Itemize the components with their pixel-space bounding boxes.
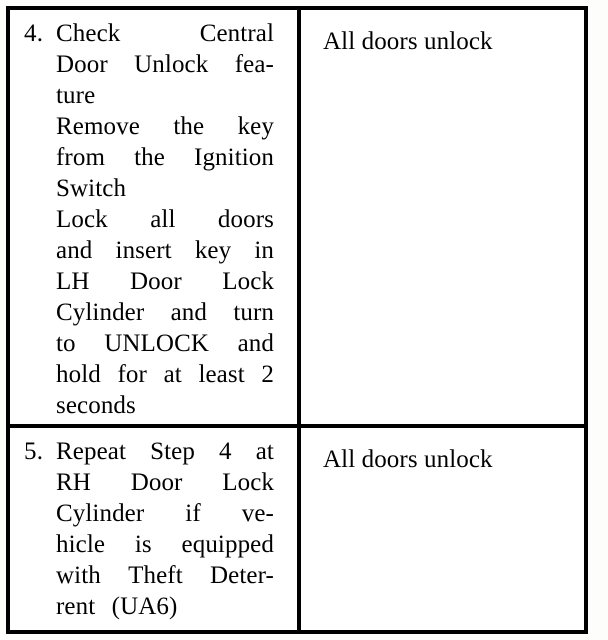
text-line: Repeat Step 4 at [56,436,274,467]
word: hicle [56,531,106,558]
word: to [56,330,76,357]
word: equipped [181,531,274,558]
text-line: Check Central [56,18,274,49]
word: 2 [261,361,274,388]
action-text: Check Central Door Unlock fea- ture [56,18,291,421]
word: Deter- [210,562,274,589]
text-line: and insert key in [56,235,274,266]
word: at [255,438,274,465]
word: hold [56,361,101,388]
word: the [173,113,205,140]
word: with [56,562,101,589]
word: seconds [56,392,136,419]
word: Central [199,20,274,47]
word: Step [150,438,195,465]
word: insert [115,237,172,264]
word: Switch [56,175,127,202]
word: Remove [56,113,140,140]
word: RH [56,469,91,496]
step-number: 5. [24,438,44,465]
text-line: hicle is equipped [56,529,274,560]
word: Unlock [134,51,209,78]
text-line: to UNLOCK and [56,328,274,359]
word: 4 [219,438,232,465]
word: Door [56,51,108,78]
text-line: Switch [56,173,274,204]
action-cell: 4. Check Central Door Unlock fea- tur [10,10,301,424]
word: rent [56,593,96,620]
step-block: 4. Check Central Door Unlock fea- tur [10,18,291,421]
text-line: from the Ignition [56,142,274,173]
word: and [56,237,93,264]
word: and [170,299,208,326]
word: in [254,237,274,264]
text-line: Remove the key [56,111,274,142]
word: for [117,361,147,388]
word: Cylinder [56,500,145,527]
text-line: Cylinder if ve- [56,498,274,529]
word: UNLOCK [104,330,209,357]
word: doors [217,206,274,233]
text-line: hold for at least 2 [56,359,274,390]
text-line: ture [56,80,274,111]
word: Repeat [56,438,127,465]
word: ture [56,82,96,109]
action-text: Repeat Step 4 at RH Door Lock Cylinder [56,436,291,622]
text-line: LH Door Lock [56,266,274,297]
word: Lock [222,268,274,295]
table-row: 5. Repeat Step 4 at RH Door Lock [10,428,584,634]
text-line: Door Unlock fea- [56,49,274,80]
result-cell: All doors unlock [301,428,584,634]
word: least [198,361,245,388]
word: (UA6) [111,593,178,620]
word: all [150,206,176,233]
text-line: seconds [56,390,274,421]
word: from [56,144,105,171]
result-text: All doors unlock [323,28,493,55]
word: is [134,531,152,558]
text-line: Lock all doors [56,204,274,235]
word: Ignition [194,144,274,171]
step-number: 4. [24,20,44,47]
table-row: 4. Check Central Door Unlock fea- tur [10,10,584,428]
word: at [163,361,182,388]
procedure-table: 4. Check Central Door Unlock fea- tur [6,6,588,634]
word: turn [233,299,274,326]
word: if [185,500,201,527]
step-block: 5. Repeat Step 4 at RH Door Lock [10,436,291,622]
word: the [134,144,165,171]
text-line: with Theft Deter- [56,560,274,591]
word: key [194,237,232,264]
text-line: RH Door Lock [56,467,274,498]
word: Door [130,469,183,496]
action-cell: 5. Repeat Step 4 at RH Door Lock [10,428,301,634]
word: and [237,330,274,357]
word: key [237,113,274,140]
word: ve- [241,500,274,527]
word: Check [56,20,121,47]
word: Door [129,268,182,295]
word: fea- [234,51,274,78]
word: Lock [222,469,274,496]
word: Theft [128,562,183,589]
result-text: All doors unlock [323,446,493,473]
result-cell: All doors unlock [301,10,584,424]
text-line: rent (UA6) [56,591,274,622]
text-line: Cylinder and turn [56,297,274,328]
word: Cylinder [56,299,145,326]
word: Lock [56,206,108,233]
word: LH [56,268,90,295]
